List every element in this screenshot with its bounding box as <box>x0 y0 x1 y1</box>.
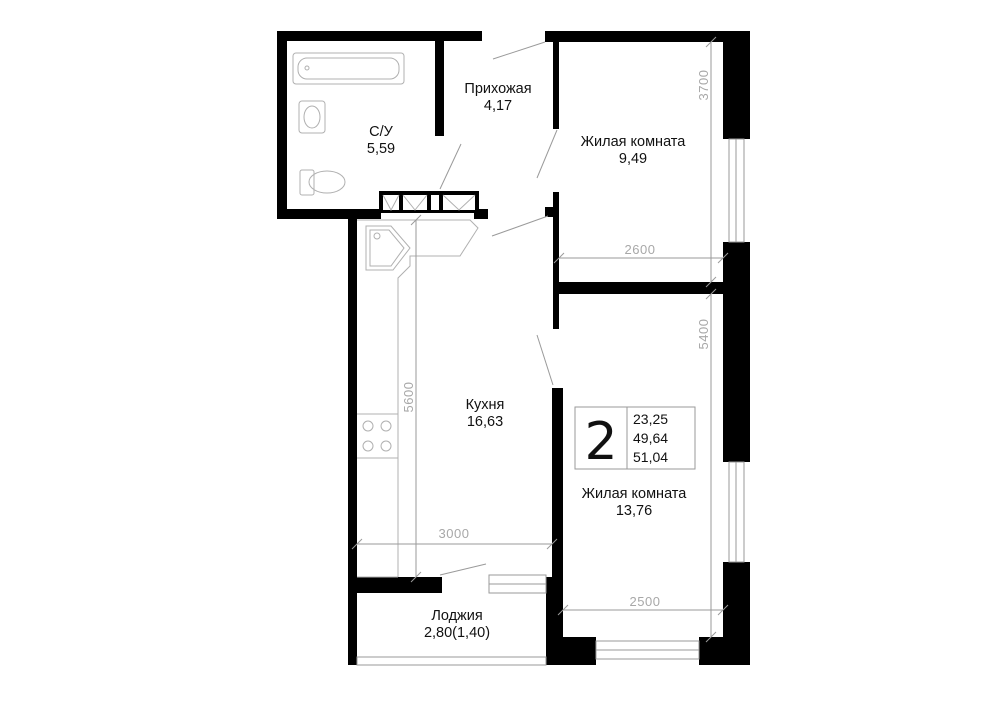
living2-west-wall-top <box>553 294 559 329</box>
dim-living1-width: 2600 <box>625 242 656 257</box>
room-kitchen: Кухня 16,63 <box>466 397 505 430</box>
room-bathroom: С/У 5,59 <box>367 124 395 157</box>
bathtub-icon <box>292 52 405 85</box>
dim-kitchen-width: 3000 <box>439 526 470 541</box>
south-wall-right <box>699 637 750 665</box>
bathroom-north-wall <box>277 31 482 41</box>
hallway-area: 4,17 <box>484 98 512 114</box>
rooms-count: 2 <box>584 412 617 472</box>
living1-west-wall-lower <box>553 192 559 282</box>
east-wall-2 <box>723 242 750 294</box>
loggia-north-wall <box>348 577 442 593</box>
room-loggia: Лоджия 2,80(1,40) <box>424 608 490 641</box>
room-living-1: Жилая комната 9,49 <box>581 134 687 167</box>
living-area-value: 23,25 <box>633 411 668 427</box>
kitchen-east-wall <box>552 388 563 580</box>
partition-stub <box>545 207 557 217</box>
dimension-lines <box>351 36 729 643</box>
kitchen-west-wall <box>348 216 357 665</box>
living-rooms-divider <box>553 282 743 294</box>
bathroom-name: С/У <box>369 124 394 140</box>
living2-name: Жилая комната <box>582 486 688 502</box>
kitchen-area: 16,63 <box>467 414 503 430</box>
room-hallway: Прихожая 4,17 <box>464 81 531 114</box>
loggia-area: 2,80(1,40) <box>424 625 490 641</box>
room-living-2: Жилая комната 13,76 <box>582 486 688 519</box>
shower-corner-icon <box>365 225 411 271</box>
south-wall-left <box>546 637 596 665</box>
dim-living2-height: 5400 <box>696 319 711 350</box>
walls <box>277 31 750 665</box>
living2-area: 13,76 <box>616 503 652 519</box>
dim-living1-height: 3700 <box>696 70 711 101</box>
loggia-glazing <box>356 656 547 666</box>
summary-frame <box>574 406 696 470</box>
kitchen-counter-icon <box>357 219 479 578</box>
hall-south-wall-stub <box>474 209 488 219</box>
total-with-loggia-value: 51,04 <box>633 449 668 465</box>
doors <box>439 41 558 576</box>
ventilation-block <box>379 191 479 213</box>
bathroom-area: 5,59 <box>367 141 395 157</box>
dim-kitchen-height: 5600 <box>401 382 416 413</box>
sink-icon <box>298 100 326 134</box>
east-wall-3 <box>723 294 750 462</box>
windows <box>356 138 745 666</box>
bathroom-south-wall <box>277 209 381 219</box>
dim-living2-width: 2500 <box>630 594 661 609</box>
living1-area: 9,49 <box>619 151 647 167</box>
total-area-value: 49,64 <box>633 430 668 446</box>
stove-icon <box>362 420 392 452</box>
living1-name: Жилая комната <box>581 134 687 150</box>
east-wall-1 <box>723 31 750 139</box>
area-summary: 2 23,25 49,64 51,04 <box>574 406 696 472</box>
toilet-icon <box>299 169 346 196</box>
loggia-name: Лоджия <box>431 608 482 624</box>
living1-west-wall <box>553 41 559 129</box>
hallway-name: Прихожая <box>464 81 531 97</box>
fixtures <box>292 52 479 578</box>
bathroom-west-wall <box>277 31 287 219</box>
north-outer-wall <box>545 31 750 42</box>
kitchen-name: Кухня <box>466 397 505 413</box>
bathroom-east-wall <box>435 41 444 136</box>
